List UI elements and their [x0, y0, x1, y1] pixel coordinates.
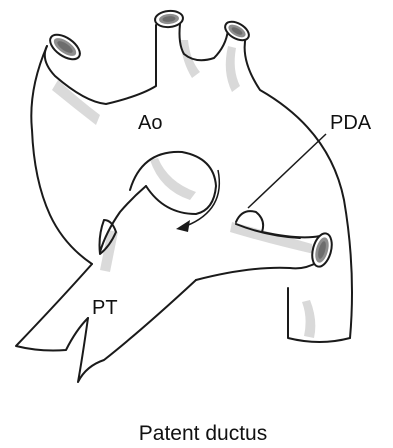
pda-leader-line: [248, 134, 326, 208]
vessel-openings: [46, 10, 335, 269]
left-branch-opening: [46, 30, 84, 64]
label-aorta: Ao: [138, 112, 162, 134]
label-pda: PDA: [330, 112, 372, 134]
vessel-outline: [16, 24, 352, 382]
figure-caption: Patent ductus: [139, 422, 267, 445]
label-pulmonary-trunk: PT: [92, 297, 118, 319]
vessel-shading: [52, 40, 315, 338]
